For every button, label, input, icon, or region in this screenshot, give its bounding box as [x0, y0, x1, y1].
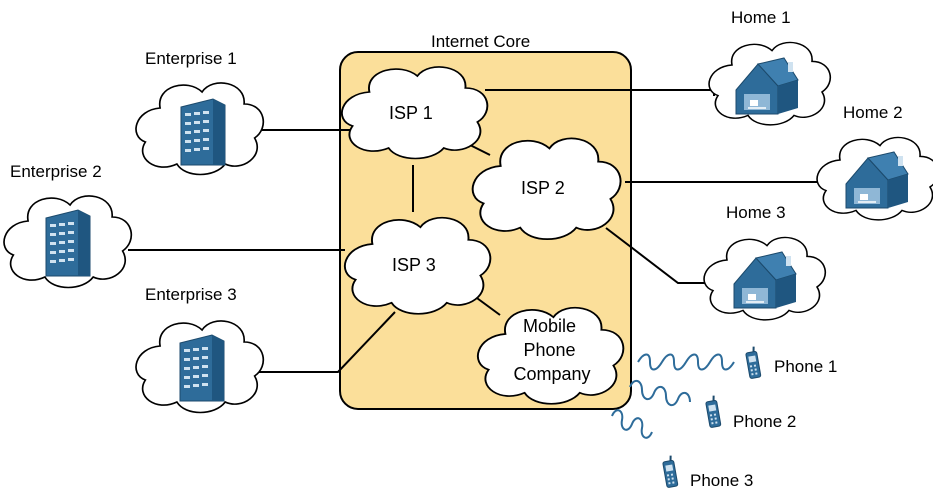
home-3: Home 3: [703, 203, 827, 321]
enterprise-2-label: Enterprise 2: [10, 162, 102, 181]
phone-2: Phone 2: [703, 394, 796, 431]
enterprise-1-label: Enterprise 1: [145, 49, 237, 68]
isp1-label: ISP 1: [389, 103, 433, 123]
wireless-signals: [611, 353, 735, 439]
phone-3: Phone 3: [660, 454, 753, 490]
isp2-label: ISP 2: [521, 178, 565, 198]
mobile-company-line-3: Company: [513, 364, 590, 384]
office-building-icon: [180, 98, 226, 166]
mobile-company-line-2: Phone: [523, 340, 575, 360]
wireless-wave-phone2: [629, 379, 691, 407]
phone-2-label: Phone 2: [733, 412, 796, 431]
enterprise-3: Enterprise 3: [135, 285, 265, 414]
home-3-label: Home 3: [726, 203, 786, 222]
wireless-wave-phone3: [611, 409, 653, 439]
mobile-phone-icon: [743, 345, 762, 380]
mobile-phone-icon: [660, 454, 679, 489]
home-2-label: Home 2: [843, 103, 903, 122]
mobile-company-line-1: Mobile: [523, 316, 576, 336]
home-1-label: Home 1: [731, 8, 791, 27]
internet-core-title: Internet Core: [431, 32, 530, 51]
isp3-label: ISP 3: [392, 255, 436, 275]
office-building-icon: [45, 209, 91, 277]
mobile-company-label: Mobile Phone Company: [513, 316, 590, 384]
link-isp2-home3: [605, 227, 712, 284]
enterprise-1: Enterprise 1: [135, 49, 265, 176]
home-1: Home 1: [708, 8, 832, 126]
enterprise-3-label: Enterprise 3: [145, 285, 237, 304]
link-enterprise3-isp3: [259, 311, 396, 373]
mobile-phone-icon: [703, 394, 722, 429]
wireless-wave-phone1: [637, 353, 735, 371]
phone-1-label: Phone 1: [774, 357, 837, 376]
enterprise-2: Enterprise 2: [3, 162, 133, 289]
phone-1: Phone 1: [743, 345, 837, 380]
home-2: Home 2: [816, 103, 933, 221]
phone-3-label: Phone 3: [690, 471, 753, 490]
office-building-icon: [179, 334, 225, 402]
